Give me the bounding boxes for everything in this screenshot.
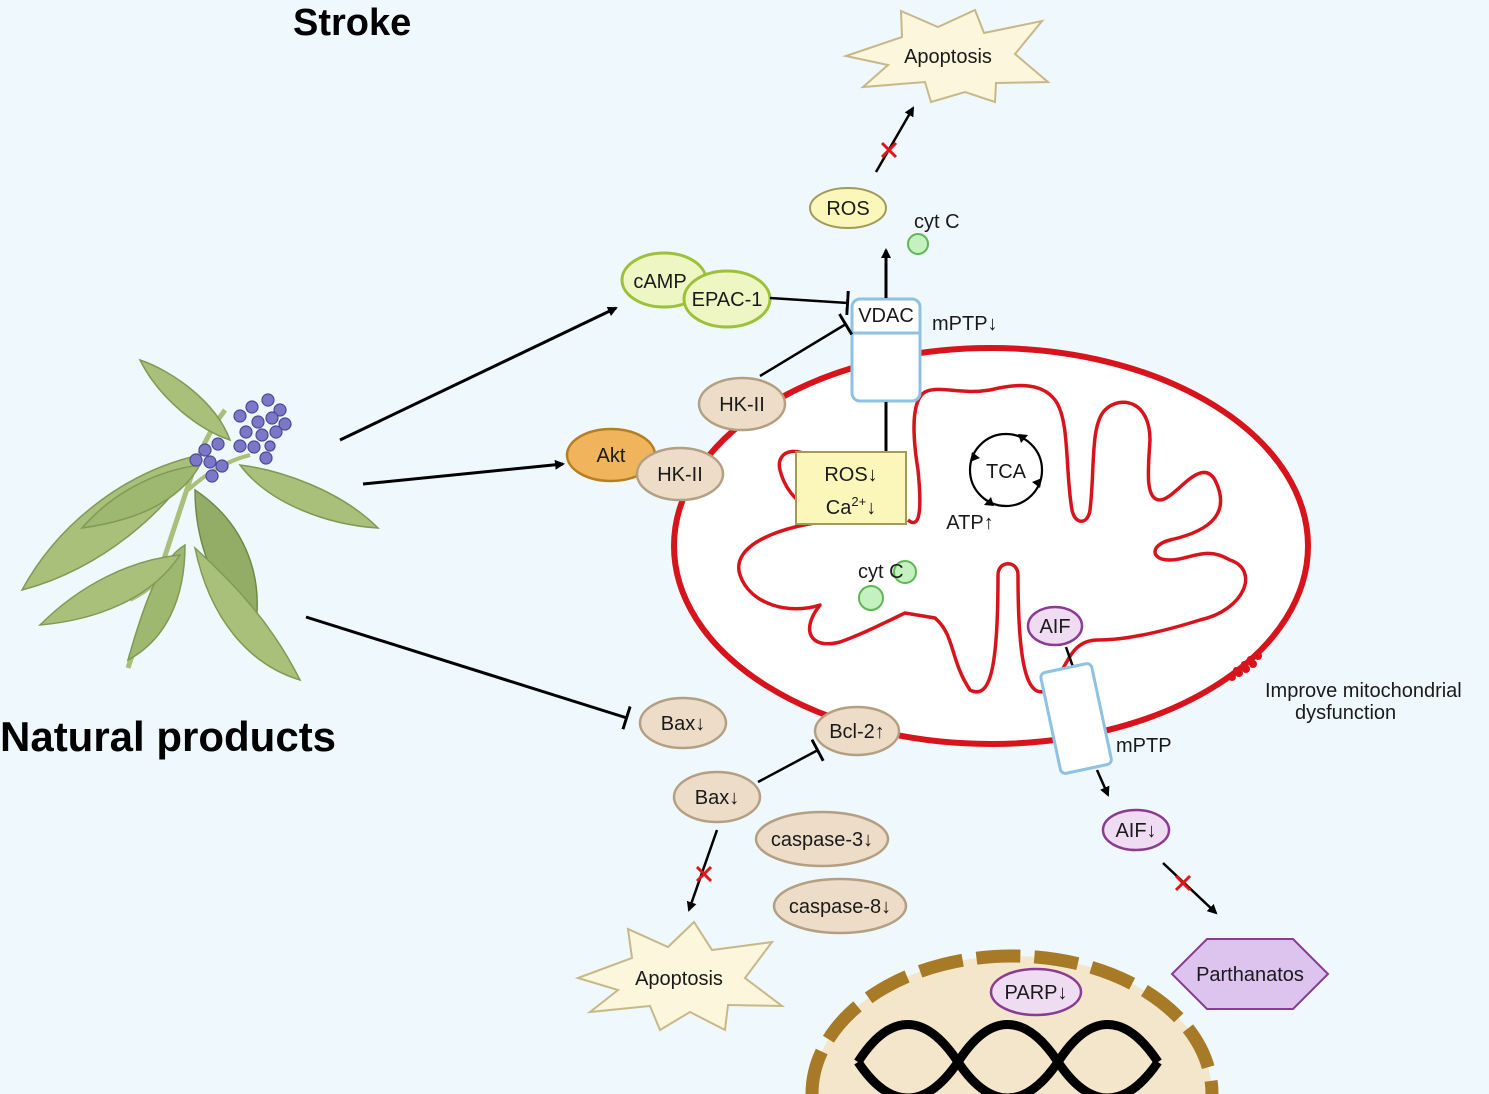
plant-akt-arrow [362, 459, 565, 486]
hk2-akt-node [635, 446, 725, 502]
mitochondrion [671, 345, 1311, 747]
parthanatos-label: Parthanatos [1196, 964, 1304, 986]
atp-label: ATP↑ [946, 512, 993, 534]
apoptosis-bottom-starburst [574, 920, 786, 1032]
cyt-c-top-label: cyt C [914, 211, 960, 233]
apoptosis-top-starburst [842, 8, 1051, 104]
caspase3-node [754, 810, 890, 868]
bax-down-label-2: Bax↓ [695, 787, 739, 809]
mptp-pore [1039, 662, 1113, 775]
mptp-aif-arrow [1095, 769, 1110, 797]
improve-line1: Improve mitochondrial [1265, 680, 1462, 702]
bax-down-node-1 [638, 696, 728, 750]
akt-label: Akt [597, 445, 626, 467]
aif-pore-link [1064, 646, 1075, 668]
improve-line2: dysfunction [1295, 702, 1396, 724]
parp-label: PARP↓ [1005, 982, 1068, 1004]
parp-node [989, 967, 1083, 1017]
tca-cycle-icon [968, 432, 1044, 508]
caspase8-label: caspase-8↓ [789, 896, 891, 918]
aif-down-node [1101, 808, 1171, 852]
ros-down-label: ROS↓ [824, 464, 877, 486]
epac-vdac-inhibit [769, 290, 850, 316]
mptp-down-label: mPTP↓ [932, 313, 998, 335]
cyt-c-inner-dot-2 [893, 560, 917, 584]
epac1-label: EPAC-1 [692, 289, 763, 311]
caspase8-node [772, 877, 908, 935]
bax-down-node-2 [672, 770, 762, 824]
stroke-title: Stroke [293, 2, 411, 44]
ca-down-label: Ca2+↓ [826, 494, 876, 519]
inhibit-x-icon [695, 865, 713, 883]
dna-helix [854, 1020, 1162, 1094]
aif-down-label: AIF↓ [1115, 820, 1156, 842]
hk2-top-node [697, 376, 787, 432]
inhibit-x-icon [1174, 874, 1192, 892]
plant-illustration [20, 358, 380, 682]
apoptosis-bottom-label: Apoptosis [635, 968, 723, 990]
tca-label: TCA [986, 461, 1027, 483]
cyt-c-inner-label: cyt C [858, 561, 904, 583]
cyt-c-inner-dot [858, 585, 884, 611]
ros-top-label: ROS [826, 198, 869, 220]
membrane-damage-dots [1228, 652, 1262, 681]
bax-down-label-1: Bax↓ [661, 713, 705, 735]
hk2-akt-label: HK-II [657, 464, 703, 486]
bax-apoptosis-arrow [686, 829, 719, 912]
ros-ca-box [795, 451, 907, 525]
hk2-vdac-inhibit [759, 313, 854, 378]
aif-inner-label: AIF [1039, 616, 1070, 638]
inhibit-x-icon [880, 141, 898, 159]
plant-camp-arrow [339, 306, 618, 442]
apoptosis-top-arrow [874, 106, 915, 173]
bax-bcl2-inhibit [757, 738, 825, 784]
bcl2-label: Bcl-2↑ [829, 721, 885, 743]
camp-label: cAMP [633, 271, 686, 293]
bcl2-node [813, 705, 901, 757]
mptp-label: mPTP [1116, 735, 1172, 757]
vdac-label: VDAC [858, 305, 914, 327]
plant-bax-inhibit [305, 615, 632, 730]
vdac-pore [850, 297, 922, 403]
caspase3-label: caspase-3↓ [771, 829, 873, 851]
aif-inner-node [1026, 605, 1084, 647]
natural-products-title: Natural products [0, 713, 336, 760]
ros-top-node [809, 187, 887, 229]
cristae [736, 383, 1248, 694]
cyt-c-top-dot [907, 233, 929, 255]
hk2-top-label: HK-II [719, 394, 765, 416]
parthanatos-node [1170, 938, 1330, 1010]
apoptosis-top-label: Apoptosis [904, 46, 992, 68]
